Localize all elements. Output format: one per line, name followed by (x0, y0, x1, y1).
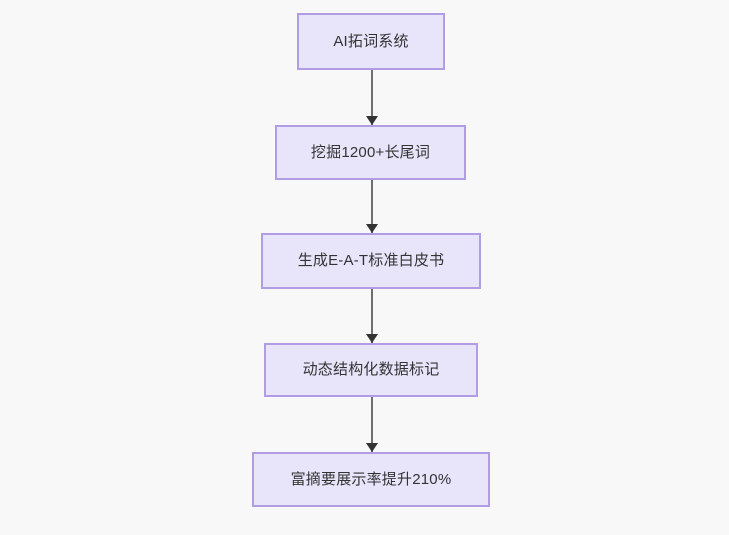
edge-line (371, 289, 373, 343)
node-label: 挖掘1200+长尾词 (310, 143, 431, 161)
edge-line (371, 397, 373, 452)
edge-line (371, 70, 373, 125)
arrowhead-down-icon (366, 334, 378, 343)
flowchart-node-ai-keyword-system[interactable]: AI拓词系统 (297, 13, 445, 70)
arrowhead-down-icon (366, 443, 378, 452)
node-label: 富摘要展示率提升210% (290, 470, 452, 488)
node-label: 生成E-A-T标准白皮书 (297, 252, 445, 269)
edge-line (371, 180, 373, 233)
flowchart-node-mine-longtail-keywords[interactable]: 挖掘1200+长尾词 (275, 125, 466, 180)
edge-node1-to-node2 (366, 70, 378, 125)
arrowhead-down-icon (366, 116, 378, 125)
node-label: 动态结构化数据标记 (302, 361, 440, 378)
flowchart-node-rich-snippet-uplift[interactable]: 富摘要展示率提升210% (252, 452, 490, 507)
node-label: AI拓词系统 (333, 32, 409, 50)
edge-node4-to-node5 (366, 397, 378, 452)
edge-node3-to-node4 (366, 289, 378, 343)
flowchart-node-dynamic-structured-data-markup[interactable]: 动态结构化数据标记 (264, 343, 478, 397)
arrowhead-down-icon (366, 224, 378, 233)
flowchart-node-generate-eat-whitepaper[interactable]: 生成E-A-T标准白皮书 (261, 233, 481, 289)
edge-node2-to-node3 (366, 180, 378, 233)
